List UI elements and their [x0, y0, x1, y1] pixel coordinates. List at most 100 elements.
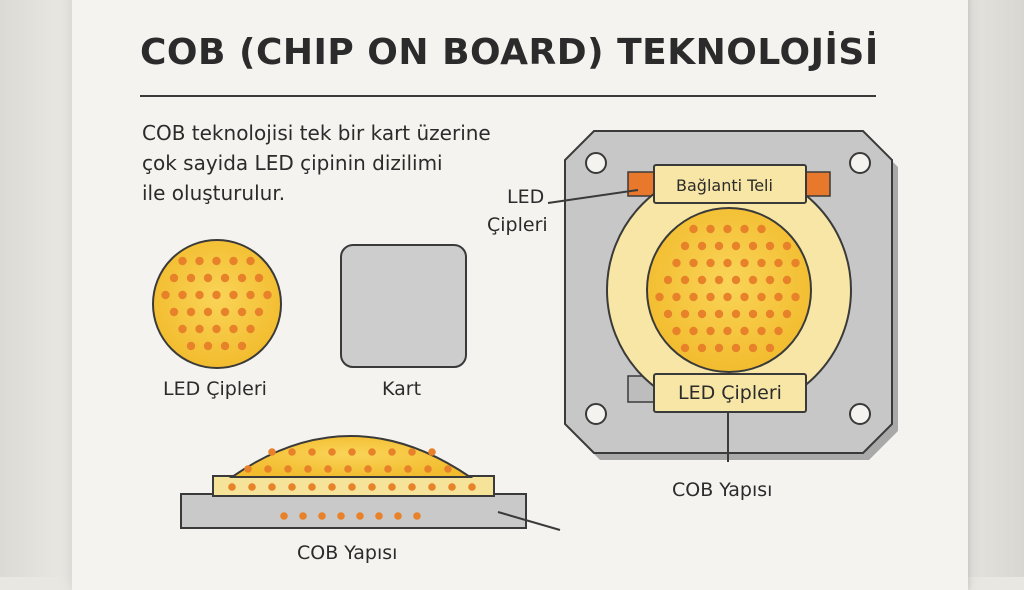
inner-chip-dot	[723, 258, 732, 268]
cross-section-dot	[413, 512, 421, 520]
led-chip-dot	[178, 290, 187, 300]
cross-section-dot	[268, 483, 276, 491]
inner-chip-dot	[723, 292, 732, 302]
inner-chip-dot	[714, 275, 724, 285]
inner-chip-dot	[689, 224, 698, 234]
led-chip-dot	[186, 307, 196, 317]
cross-section-dot	[388, 448, 396, 456]
cross-section-dot	[394, 512, 402, 520]
inner-chip-dot	[731, 309, 741, 319]
led-chip-dot	[203, 273, 213, 283]
cross-section-dot	[348, 448, 356, 456]
led-chip-dot	[169, 273, 179, 283]
cross-section-dot	[404, 465, 412, 473]
inner-chip-dot	[791, 292, 800, 302]
cross-section-dot	[268, 448, 276, 456]
inner-chip-dot	[706, 292, 715, 302]
led-chip-dot	[178, 324, 187, 334]
inner-chip-dot	[680, 275, 690, 285]
cross-section-dot	[299, 512, 307, 520]
inner-chip-dot	[782, 241, 792, 251]
cob-structure-label-bottom: COB Yapısı	[297, 542, 398, 564]
inner-chip-dot	[731, 275, 741, 285]
cross-section-dot	[337, 512, 345, 520]
inner-chip-dot	[672, 258, 681, 268]
led-chip-dot	[161, 290, 170, 300]
led-chip-dot	[229, 290, 238, 300]
description-line-2: çok sayida LED çipinin dizilimi	[142, 151, 443, 175]
led-chip-dot	[195, 324, 204, 334]
inner-chip-dot	[680, 343, 690, 353]
inner-chip-dot	[663, 309, 673, 319]
inner-chip-dot	[774, 326, 783, 336]
cross-section-dot	[228, 483, 236, 491]
led-chip-dot	[212, 256, 221, 266]
led-chip-dot	[220, 307, 230, 317]
cross-section-dot	[264, 465, 272, 473]
inner-chip-dot	[672, 292, 681, 302]
cross-section-dot	[348, 483, 356, 491]
mount-hole-bottom-left	[585, 403, 607, 425]
inner-chip-dot	[697, 241, 707, 251]
bond-wire-label: Bağlanti Teli	[676, 176, 773, 195]
cross-section-dot	[356, 512, 364, 520]
inner-chip-dot	[740, 326, 749, 336]
inner-chip-dot	[689, 326, 698, 336]
led-chip-dot	[229, 324, 238, 334]
inner-chip-dot	[697, 309, 707, 319]
led-chip-dot	[254, 273, 264, 283]
led-chip-dot	[246, 324, 255, 334]
cross-section-dot	[324, 465, 332, 473]
inner-chip-dot	[765, 275, 775, 285]
led-chip-dots	[161, 256, 272, 351]
cross-section-dot	[308, 483, 316, 491]
cross-section-base	[180, 493, 527, 529]
cross-section-dot	[288, 448, 296, 456]
cross-section-pointer	[497, 511, 561, 531]
inner-chip-dot	[748, 241, 758, 251]
led-chip-dot	[186, 273, 196, 283]
description-line-1: COB teknolojisi tek bir kart üzerine	[142, 121, 491, 145]
diagram-canvas	[152, 130, 898, 531]
led-chip-dot	[237, 273, 247, 283]
led-chip-dot	[229, 256, 238, 266]
inner-chip-dot	[723, 224, 732, 234]
led-chips-callout-line	[547, 189, 639, 204]
cob-cross-section	[180, 435, 561, 531]
cross-section-dot	[448, 483, 456, 491]
inner-chip-dot	[740, 224, 749, 234]
cross-section-dot	[375, 512, 383, 520]
inner-chip-dot	[748, 343, 758, 353]
inner-chip-dot	[714, 241, 724, 251]
led-chip-dot	[169, 307, 179, 317]
led-chips-label: LED Çipleri	[163, 378, 267, 400]
inner-chip-dot	[765, 241, 775, 251]
cross-section-dot	[368, 483, 376, 491]
led-chips-plate	[653, 373, 807, 413]
inner-chip-dot	[740, 292, 749, 302]
cross-section-dot	[284, 465, 292, 473]
inner-chip-dot	[765, 309, 775, 319]
cross-section-dot	[384, 465, 392, 473]
inner-chip-dot	[723, 326, 732, 336]
mount-hole-top-left	[585, 152, 607, 174]
inner-chip-dot	[748, 309, 758, 319]
cross-section-dot	[444, 465, 452, 473]
cross-section-dot	[304, 465, 312, 473]
inner-chip-dot	[731, 241, 741, 251]
cross-section-dots	[228, 448, 476, 520]
inner-chip-dot	[748, 275, 758, 285]
cross-section-dot	[364, 465, 372, 473]
inner-chip-dot	[680, 241, 690, 251]
mount-hole-top-right	[849, 152, 871, 174]
inner-chip-dot	[697, 275, 707, 285]
cross-section-dot	[408, 483, 416, 491]
led-chip-dot	[178, 256, 187, 266]
inner-chip-dot	[774, 258, 783, 268]
inner-chip-dot	[655, 292, 664, 302]
inner-chip-dot	[697, 343, 707, 353]
cross-section-dot	[428, 483, 436, 491]
led-chip-disc-illustration	[152, 239, 282, 369]
led-chip-dot	[195, 256, 204, 266]
inner-chip-dot	[757, 326, 766, 336]
